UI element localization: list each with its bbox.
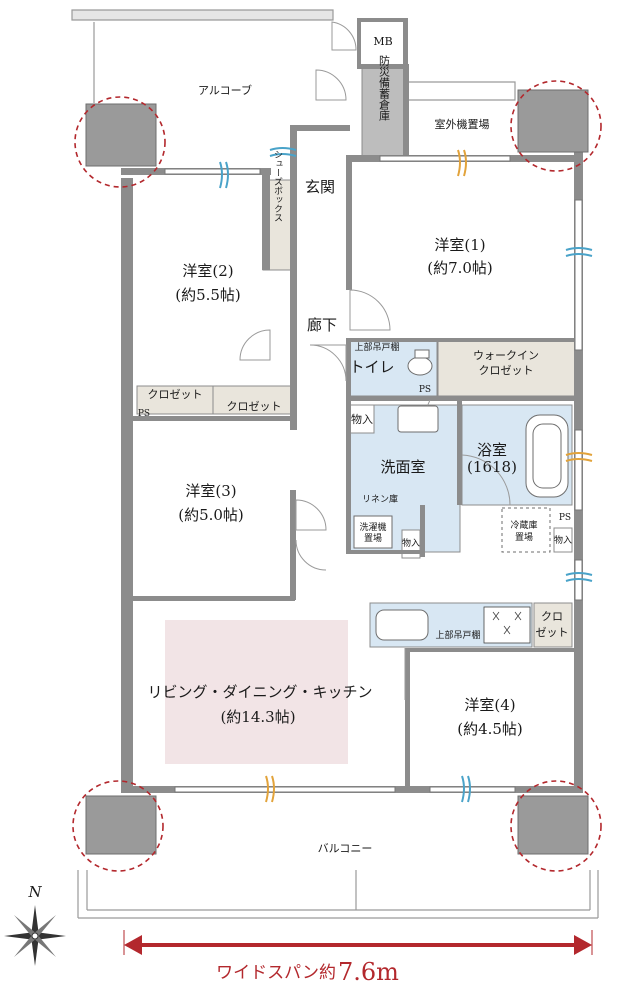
room-labels: MB アルコーブ 室外機置場 玄関 洋室(1) (約7.0帖) 洋室(2) (約… (138, 35, 572, 855)
closet-label-a: クロゼット (148, 388, 203, 401)
closet-label-b: クロゼット (227, 400, 282, 413)
alcove-label: アルコーブ (198, 83, 252, 97)
bath-size: (1618) (467, 458, 517, 476)
vanity-sink-icon (397, 405, 439, 433)
fixtures (353, 349, 569, 644)
pillar-bottom-left (85, 795, 157, 855)
ps-label-closet: PS (138, 409, 150, 419)
storage-small-label-c: 物入 (554, 534, 572, 546)
room2-size: (約5.5帖) (175, 286, 241, 304)
washroom-label: 洗面室 (380, 458, 425, 476)
compass-star-icon (4, 905, 66, 966)
room1-size: (約7.0帖) (427, 259, 493, 277)
room3-label: 洋室(3) (185, 482, 236, 500)
closet-area-b (212, 385, 296, 415)
storage-small-c (553, 527, 573, 553)
room3-size: (約5.0帖) (178, 506, 244, 524)
pillar-top-left (85, 103, 157, 167)
fridge-label-1: 冷蔵庫 (510, 519, 537, 531)
toilet-label: トイレ (349, 358, 394, 376)
balcony-label: バルコニー (318, 842, 373, 855)
arrow-right-icon (574, 935, 592, 955)
ps-label-kitchen: PS (559, 513, 571, 523)
walk-in-closet-area (437, 339, 577, 397)
fridge-label-2: 置場 (515, 531, 533, 543)
wide-span-dimension: ワイドスパン約 7.6m (123, 930, 593, 986)
ps-label-toilet: PS (419, 385, 431, 395)
ventilation-marks (219, 147, 593, 803)
walk-in-closet-label-2: クロゼット (479, 364, 534, 377)
storage-room-label: 防災備蓄倉庫 (378, 54, 391, 122)
pillar-top-right (517, 89, 589, 153)
linen-label: リネン庫 (362, 493, 398, 505)
room4-size: (約4.5帖) (457, 720, 523, 738)
ldk-label: リビング・ダイニング・キッチン (147, 683, 372, 701)
bathtub-icon (525, 414, 569, 498)
outdoor-unit-label: 室外機置場 (435, 117, 490, 131)
pillar-circles (72, 80, 602, 872)
upper-cabinet-kitchen-label: 上部吊戸棚 (435, 629, 480, 641)
pillars (85, 89, 589, 855)
arrow-left-icon (124, 935, 142, 955)
washer-icon (353, 515, 393, 549)
storage-small-label-a: 物入 (351, 412, 373, 426)
vertical-labels: 防災備蓄倉庫 シューズボックス (272, 54, 391, 222)
washer-label-1: 洗濯機 (359, 521, 386, 533)
wide-span-label: ワイドスパン約 (216, 963, 336, 983)
toilet-icon (407, 356, 433, 376)
upper-cabinet-toilet-label: 上部吊戸棚 (354, 341, 399, 353)
compass-rose: N (4, 883, 66, 966)
ldk-highlight (165, 620, 348, 764)
walk-in-closet-label-1: ウォークイン (473, 349, 539, 362)
storage-small-label-b: 物入 (402, 537, 420, 549)
railings (71, 9, 599, 919)
bath-label: 浴室 (477, 441, 507, 459)
sink-icon (375, 609, 429, 641)
room1-label: 洋室(1) (434, 236, 485, 254)
closet-area-a (136, 385, 214, 415)
wide-span-value: 7.6m (338, 958, 399, 986)
washer-label-2: 置場 (364, 532, 382, 544)
ldk-size: (約14.3帖) (220, 708, 295, 726)
room4-label: 洋室(4) (464, 696, 515, 714)
pillar-bottom-right (517, 795, 589, 855)
kitchen-closet-label-2: ゼット (536, 626, 569, 639)
kitchen-closet-area (533, 602, 573, 648)
fridge-icon (501, 507, 551, 553)
room2-label: 洋室(2) (182, 262, 233, 280)
kitchen-closet-label-1: クロ (541, 610, 563, 623)
stove-icon (483, 606, 531, 644)
shoe-box-label: シューズボックス (272, 150, 283, 222)
entrance-label: 玄関 (305, 178, 335, 196)
hall-label: 廊下 (307, 316, 337, 334)
north-label: N (27, 883, 42, 901)
storage-room (361, 67, 408, 159)
mb-label: MB (373, 35, 392, 48)
